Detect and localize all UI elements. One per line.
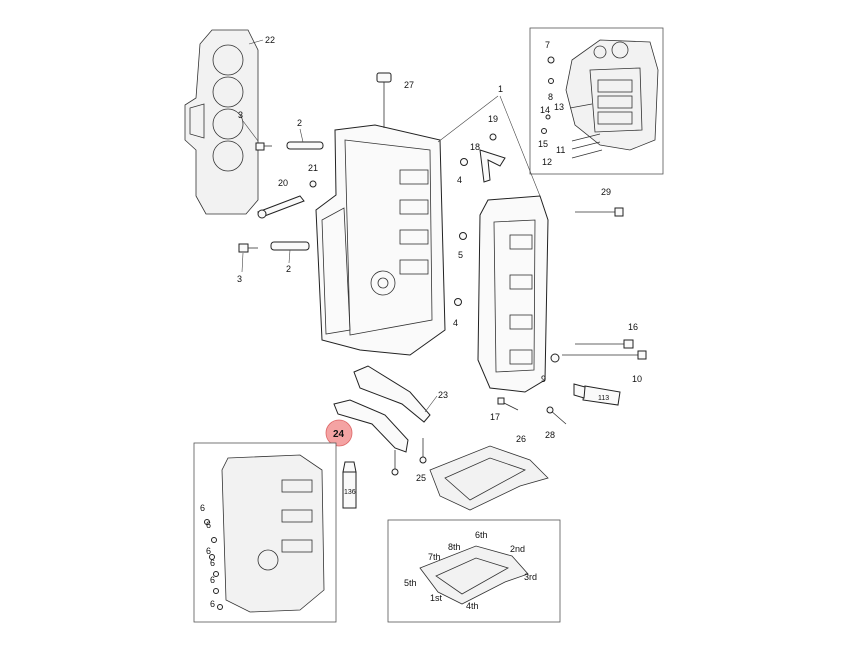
callout-18: 18 (470, 142, 480, 152)
callout-3-lower: 3 (237, 274, 242, 284)
sequence-1st: 1st (430, 593, 443, 603)
callout-26: 26 (516, 434, 526, 444)
cylinder-block (315, 124, 446, 356)
sensor-20 (257, 195, 305, 219)
callout-9: 9 (541, 374, 546, 384)
bolt-19 (489, 133, 497, 141)
dowel-pin-2-upper (286, 141, 324, 150)
plug-27 (376, 72, 392, 128)
head-gasket (184, 29, 259, 215)
bolt-21 (309, 180, 317, 188)
callout-2-upper: 2 (297, 118, 302, 128)
callout-15: 15 (538, 139, 548, 149)
chain-guide-24 (333, 399, 409, 453)
callout-29: 29 (601, 187, 611, 197)
washer-9 (550, 353, 560, 363)
callout-19: 19 (488, 114, 498, 124)
callout-1: 1 (498, 84, 503, 94)
highlight-callout-24 (325, 419, 353, 447)
callout-20: 20 (278, 178, 288, 188)
callout-7: 7 (545, 40, 550, 50)
bolt-16 (575, 339, 634, 349)
tube-label-136: 136 (344, 489, 356, 496)
inset-head-rear-drawing (565, 39, 659, 151)
callout-6c: 6 (206, 546, 211, 556)
bolt-10 (562, 350, 647, 360)
callout-6e: 6 (210, 575, 215, 585)
bolt-5 (459, 232, 467, 240)
cylinder-head (477, 195, 549, 393)
bolt-3-upper (255, 142, 272, 151)
sensor-18 (479, 149, 506, 183)
sequence-6th: 6th (475, 530, 488, 540)
chain-guide-23 (353, 365, 431, 423)
callout-12: 12 (542, 157, 552, 167)
bolt-28 (546, 406, 567, 425)
callout-24: 24 (333, 429, 345, 440)
callout-17: 17 (490, 412, 500, 422)
callout-27: 27 (404, 80, 414, 90)
inset-fasteners (541, 56, 603, 159)
callout-3-upper: 3 (238, 110, 243, 120)
tube-label-113: 113 (598, 395, 609, 402)
bolt-17 (497, 397, 519, 411)
dowel-pin-2-lower (270, 241, 310, 251)
bolt-29 (575, 207, 624, 217)
sequence-7th: 7th (428, 552, 441, 562)
callout-25: 25 (416, 473, 426, 483)
bolt-3-lower (238, 243, 258, 253)
inset-bolts-6 (204, 519, 223, 610)
callout-28: 28 (545, 430, 555, 440)
callout-4-lower: 4 (453, 318, 458, 328)
callout-11: 11 (556, 145, 565, 155)
callout-4-upper: 4 (457, 175, 462, 185)
sequence-8th: 8th (448, 542, 461, 552)
callout-6a: 6 (200, 503, 205, 513)
callout-23: 23 (438, 390, 448, 400)
inset-block-drawing (221, 454, 325, 613)
cover-gasket-26 (429, 445, 549, 511)
callout-6f: 6 (210, 599, 215, 609)
callout-10: 10 (632, 374, 642, 384)
sequence-gasket-drawing (419, 545, 529, 605)
sequence-4th: 4th (466, 601, 479, 611)
sequence-5th: 5th (404, 578, 417, 588)
callout-16: 16 (628, 322, 638, 332)
sequence-3rd: 3rd (524, 572, 537, 582)
bolt-4-upper (460, 158, 468, 166)
callout-22: 22 (265, 35, 275, 45)
sealant-tube-136: 136 (342, 461, 357, 509)
callout-6d: 6 (210, 558, 215, 568)
callout-8: 8 (548, 92, 553, 102)
callout-13: 13 (554, 102, 564, 112)
sequence-2nd: 2nd (510, 544, 525, 554)
callout-21: 21 (308, 163, 318, 173)
callout-5: 5 (458, 250, 463, 260)
bolt-4-lower (454, 298, 462, 306)
sealant-tube-113: 113 (573, 383, 621, 406)
bolts-25 (391, 438, 427, 476)
callout-14: 14 (540, 105, 550, 115)
callout-6b: 6 (206, 520, 211, 530)
callout-2-lower: 2 (286, 264, 291, 274)
